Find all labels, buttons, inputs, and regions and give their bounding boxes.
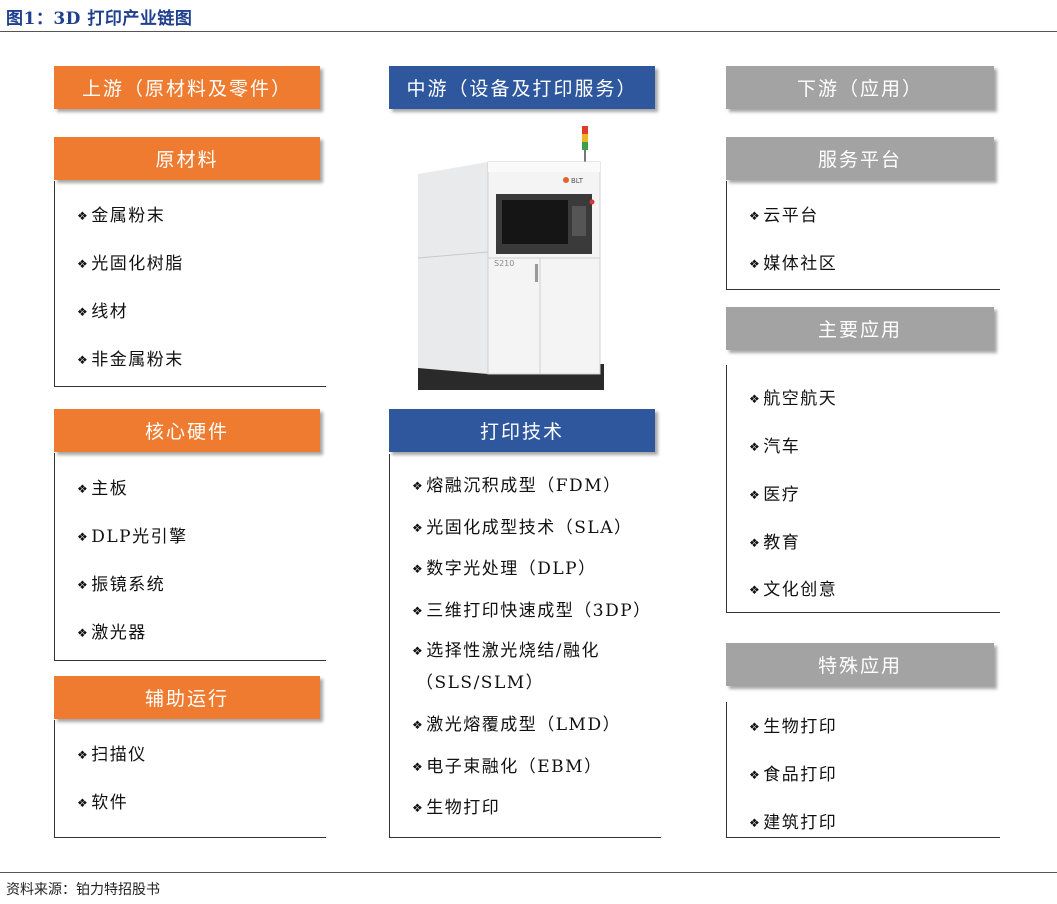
list-item: ❖媒体社区 <box>749 254 838 274</box>
bullet-icon: ❖ <box>749 257 762 271</box>
group-list-auxiliary: ❖扫描仪 ❖软件 <box>54 720 326 838</box>
list-item: ❖非金属粉末 <box>77 350 184 370</box>
list-item: ❖DLP光引擎 <box>77 527 188 547</box>
list-item: ❖教育 <box>749 533 801 553</box>
bullet-icon: ❖ <box>749 488 762 502</box>
group-header-core-hardware: 核心硬件 <box>54 409 320 452</box>
list-item: ❖激光熔覆成型（LMD） <box>412 715 622 735</box>
figure-title: 图1：3D 打印产业链图 <box>6 9 193 29</box>
bullet-icon: ❖ <box>412 644 425 658</box>
bullet-icon: ❖ <box>749 440 762 454</box>
list-item: ❖航空航天 <box>749 389 838 409</box>
bullet-icon: ❖ <box>412 760 425 774</box>
list-item: ❖建筑打印 <box>749 813 838 833</box>
bullet-icon: ❖ <box>77 209 90 223</box>
bullet-icon: ❖ <box>749 209 762 223</box>
group-header-special-applications: 特殊应用 <box>726 643 994 686</box>
list-item: ❖汽车 <box>749 437 801 457</box>
group-header-main-applications: 主要应用 <box>726 307 994 350</box>
bullet-icon: ❖ <box>412 801 425 815</box>
top-divider <box>0 31 1057 32</box>
group-list-main-applications: ❖航空航天 ❖汽车 ❖医疗 ❖教育 ❖文化创意 <box>726 365 1000 613</box>
bullet-icon: ❖ <box>412 479 425 493</box>
bullet-icon: ❖ <box>412 562 425 576</box>
group-list-raw-materials: ❖金属粉末 ❖光固化树脂 ❖线材 ❖非金属粉末 <box>54 181 326 387</box>
group-header-printing-tech: 打印技术 <box>389 409 655 452</box>
bullet-icon: ❖ <box>77 257 90 271</box>
bullet-icon: ❖ <box>77 578 90 592</box>
list-item: ❖生物打印 <box>749 717 838 737</box>
printer-illustration-icon: BLT S210 <box>417 126 604 390</box>
list-item: ❖光固化树脂 <box>77 254 184 274</box>
list-item: ❖振镜系统 <box>77 575 166 595</box>
svg-text:S210: S210 <box>494 259 514 268</box>
list-item: ❖云平台 <box>749 206 819 226</box>
group-list-core-hardware: ❖主板 ❖DLP光引擎 ❖振镜系统 ❖激光器 <box>54 453 326 661</box>
group-header-auxiliary: 辅助运行 <box>54 676 320 719</box>
bullet-icon: ❖ <box>77 305 90 319</box>
bullet-icon: ❖ <box>749 536 762 550</box>
list-item: ❖三维打印快速成型（3DP） <box>412 601 652 621</box>
bullet-icon: ❖ <box>77 748 90 762</box>
group-list-printing-tech: ❖熔融沉积成型（FDM） ❖光固化成型技术（SLA） ❖数字光处理（DLP） ❖… <box>389 454 661 838</box>
list-item: ❖软件 <box>77 793 129 813</box>
bullet-icon: ❖ <box>77 626 90 640</box>
bullet-icon: ❖ <box>749 816 762 830</box>
group-header-service-platform: 服务平台 <box>726 137 994 180</box>
list-item: ❖数字光处理（DLP） <box>412 559 597 579</box>
bullet-icon: ❖ <box>412 604 425 618</box>
list-item: ❖选择性激光烧结/融化 <box>412 641 600 661</box>
bullet-icon: ❖ <box>77 530 90 544</box>
list-item: ❖生物打印 <box>412 798 501 818</box>
midstream-header: 中游（设备及打印服务） <box>389 66 655 109</box>
source-note: 资料来源：铂力特招股书 <box>6 882 160 898</box>
list-item: ❖医疗 <box>749 485 801 505</box>
list-item: ❖主板 <box>77 479 129 499</box>
list-item: ❖光固化成型技术（SLA） <box>412 518 633 538</box>
group-list-service-platform: ❖云平台 ❖媒体社区 <box>726 181 1000 290</box>
bullet-icon: ❖ <box>77 482 90 496</box>
bottom-divider <box>0 872 1057 873</box>
list-item: ❖线材 <box>77 302 129 322</box>
bullet-icon: ❖ <box>412 521 425 535</box>
svg-text:BLT: BLT <box>571 177 584 185</box>
list-item: ❖食品打印 <box>749 765 838 785</box>
list-item: ❖金属粉末 <box>77 206 166 226</box>
group-header-raw-materials: 原材料 <box>54 137 320 180</box>
downstream-header: 下游（应用） <box>726 66 994 109</box>
list-item: ❖电子束融化（EBM） <box>412 757 603 777</box>
list-item: ❖激光器 <box>77 623 147 643</box>
bullet-icon: ❖ <box>749 583 762 597</box>
bullet-icon: ❖ <box>749 392 762 406</box>
upstream-header: 上游（原材料及零件） <box>54 66 320 109</box>
bullet-icon: ❖ <box>77 353 90 367</box>
list-item: ❖文化创意 <box>749 580 838 600</box>
bullet-icon: ❖ <box>749 720 762 734</box>
list-item: ❖扫描仪 <box>77 745 147 765</box>
bullet-icon: ❖ <box>77 796 90 810</box>
bullet-icon: ❖ <box>749 768 762 782</box>
group-list-special-applications: ❖生物打印 ❖食品打印 ❖建筑打印 <box>726 702 1000 838</box>
bullet-icon: ❖ <box>412 718 425 732</box>
list-item: ❖熔融沉积成型（FDM） <box>412 476 622 496</box>
list-item-continuation: （SLS/SLM） <box>416 673 545 693</box>
